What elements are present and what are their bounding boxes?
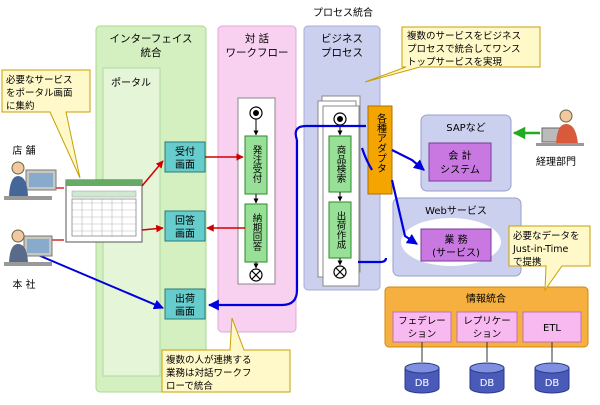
arrow-portal-to-reply	[141, 224, 164, 233]
blue-flow-main	[207, 140, 299, 311]
arrow-hq-to-shipping	[37, 254, 164, 310]
onestop-callout-line-1: 複数のサービスをビジネス	[407, 30, 521, 42]
replication-label-2: ション	[473, 329, 502, 340]
info-integration-title: 情報統合	[466, 292, 506, 305]
reception-screen-label-2: 画面	[175, 160, 195, 171]
portal-callout-line-2: をポータル画面	[6, 88, 73, 99]
jit-callout-line-3: で提携	[513, 256, 542, 268]
reply-screen-label-2: 画面	[175, 229, 195, 240]
workflow-step-delivery-label: 納期回答	[251, 212, 263, 252]
accounting-person-icon	[536, 109, 584, 146]
blue-flow-top	[294, 124, 366, 141]
sap-title: SAPなど	[446, 122, 485, 134]
workflow-start-inner-icon	[253, 110, 259, 116]
db-2-icon	[469, 362, 505, 394]
blue-flow-business	[360, 147, 373, 171]
portal-callout	[1, 69, 91, 179]
business-step-search-label: 商品検索	[335, 144, 347, 183]
business-step-ship-label: 出荷作成	[335, 210, 347, 250]
portal-callout-line-1: 必要なサービス	[6, 74, 73, 86]
jit-callout	[508, 225, 591, 292]
etl-label: ETL	[543, 323, 561, 334]
dialog-title-1: 対 話	[245, 32, 270, 45]
adapter-label: 各種アダプタ	[375, 112, 387, 173]
web-service-title: Webサービス	[425, 205, 487, 217]
federation-label-2: ション	[408, 329, 437, 340]
portal-title: ポータル	[111, 77, 151, 89]
blue-flow-lower	[358, 257, 388, 264]
workflow-callout	[161, 317, 291, 393]
onestop-callout-line-2: プロセスで統合してワンス	[407, 43, 521, 55]
interface-title-2: 統合	[141, 46, 162, 59]
accounting-system-label-1: 会 計	[448, 149, 471, 162]
db-2-label: DB	[480, 378, 495, 389]
business-container	[322, 105, 360, 287]
jit-callout-line-2: Just-in-Time	[512, 244, 569, 255]
process-integration-title: プロセス統合	[313, 6, 373, 19]
jit-callout-line-1: 必要なデータを	[513, 230, 580, 242]
etl-box	[522, 311, 582, 343]
arrow-portal-to-reception	[141, 160, 164, 187]
reception-screen-label-1: 受付	[175, 145, 195, 158]
shipping-screen-label-1: 出荷	[175, 292, 195, 305]
shipping-screen	[164, 288, 206, 320]
dialog-title-2: ワークフロー	[226, 47, 289, 59]
business-title-2: プロセス	[321, 47, 363, 59]
accounting-label: 経理部門	[536, 155, 576, 168]
store-person-icon	[4, 161, 57, 200]
shipping-screen-label-2: 画面	[175, 307, 195, 318]
workflow-callout-line-3: ローで統合	[166, 380, 213, 392]
hq-person-icon	[4, 229, 53, 266]
portal-window-icon	[65, 179, 143, 243]
db-3-label: DB	[545, 378, 560, 389]
interface-title-1: インターフェイス	[109, 33, 192, 45]
accounting-system-box	[428, 142, 492, 182]
reply-screen-label-1: 回答	[175, 214, 195, 227]
business-title-1: ビジネス	[321, 33, 363, 45]
business-service-label-2: (サービス)	[432, 247, 480, 259]
portal-callout-line-3: に集約	[6, 100, 35, 112]
store-label: 店 舗	[12, 144, 35, 157]
business-service-box	[420, 228, 492, 262]
db-3-icon	[534, 362, 570, 394]
workflow-callout-line-1: 複数の人が連携する	[166, 354, 252, 366]
onestop-callout	[364, 26, 541, 83]
replication-label-1: レプリケー	[463, 316, 511, 327]
blue-flow-adapter-to-web	[390, 179, 418, 245]
business-service-label-1: 業 務	[444, 233, 467, 246]
db-1-label: DB	[415, 378, 430, 389]
onestop-callout-line-3: トップサービスを実現	[407, 56, 503, 68]
workflow-step-order-label: 発注受付	[251, 144, 263, 184]
federation-label-1: フェデレー	[398, 315, 446, 327]
federation-box	[392, 311, 452, 343]
accounting-system-label-2: システム	[440, 164, 480, 176]
workflow-callout-line-2: 業務は対話ワークフ	[166, 367, 252, 379]
db-1-icon	[404, 362, 440, 394]
reply-screen	[164, 210, 206, 242]
hq-label: 本 社	[12, 278, 35, 291]
blue-flow-adapter-to-sap	[391, 149, 425, 171]
